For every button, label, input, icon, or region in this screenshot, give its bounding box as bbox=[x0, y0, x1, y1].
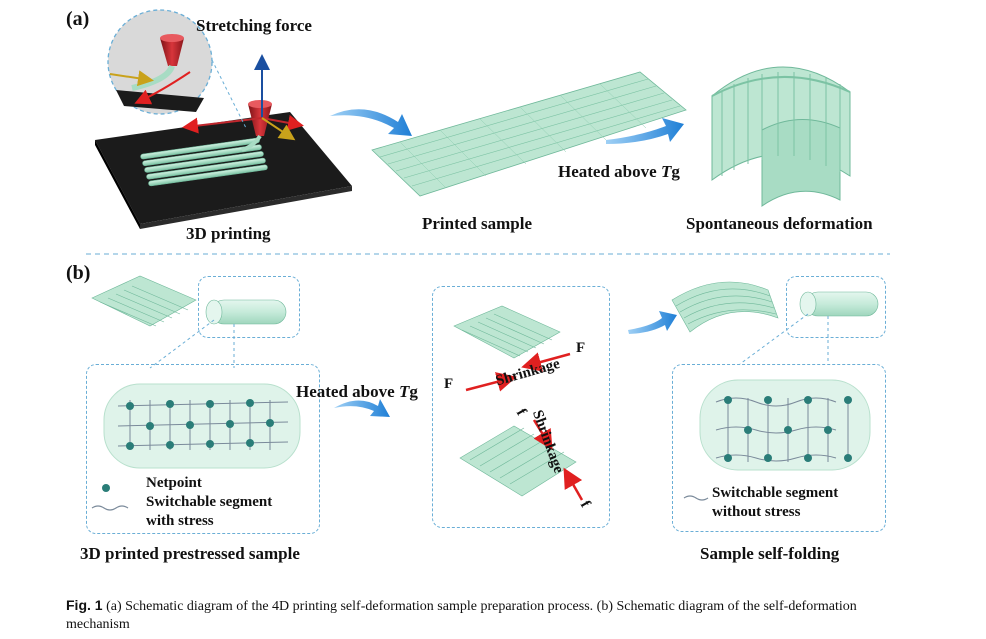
step-3d-printing-label: 3D printing bbox=[186, 224, 271, 243]
segment-legend-icon-left bbox=[91, 505, 129, 511]
process-arrow-1 bbox=[330, 109, 412, 136]
legend-switchable-without-stress-1: Switchable segment bbox=[712, 485, 839, 501]
figure-caption: Fig. 1 (a) Schematic diagram of the 4D p… bbox=[66, 596, 946, 634]
legend-switchable-without-stress: Switchable segment without stress bbox=[712, 484, 838, 522]
legend-switchable-with-stress-1: Switchable segment bbox=[146, 494, 273, 510]
inset-box-middle bbox=[432, 286, 610, 528]
nozzle bbox=[241, 100, 272, 152]
title-prestressed-sample: 3D printed prestressed sample bbox=[80, 544, 300, 563]
magnified-inset bbox=[107, 9, 247, 129]
process-arrow-4 bbox=[628, 311, 677, 334]
heated-T-b: T bbox=[398, 382, 410, 401]
step-spontaneous-label: Spontaneous deformation bbox=[686, 214, 873, 233]
parallel-filaments-bottom bbox=[459, 425, 577, 497]
stretching-force-label: Stretching force bbox=[196, 16, 312, 35]
legend-switchable-with-stress-2: with stress bbox=[146, 513, 214, 529]
process-arrow-3 bbox=[334, 399, 390, 417]
force-F-right: F bbox=[576, 340, 586, 356]
heated-prefix-a: Heated above bbox=[558, 162, 661, 181]
single-filament-left bbox=[205, 299, 287, 325]
heated-g-a: g bbox=[671, 162, 680, 181]
legend-switchable-with-stress: Switchable segment with stress bbox=[146, 493, 272, 531]
network-tube-left bbox=[103, 383, 301, 469]
heated-T-a: T bbox=[660, 162, 672, 181]
panel-b-tag: (b) bbox=[66, 262, 91, 284]
inset-box-right-large bbox=[672, 364, 886, 532]
panel-a-tag: (a) bbox=[66, 8, 90, 30]
legend-netpoint: Netpoint bbox=[146, 475, 202, 491]
inset-box-left-small bbox=[198, 276, 300, 338]
process-arrow-2 bbox=[606, 118, 684, 144]
printed-sample-strip bbox=[371, 71, 687, 197]
parallel-filaments-top bbox=[453, 305, 561, 359]
curled-sample bbox=[711, 66, 851, 207]
title-self-folding: Sample self-folding bbox=[700, 544, 840, 563]
lattice-sample-left bbox=[91, 275, 197, 327]
step-printed-sample-label: Printed sample bbox=[422, 214, 533, 233]
caption-line1: (a) Schematic diagram of the 4D printing… bbox=[102, 599, 857, 614]
netpoint-legend-icon bbox=[102, 484, 110, 492]
network-tube-right bbox=[699, 379, 871, 471]
folded-sample bbox=[671, 281, 779, 333]
heated-label-b: Heated above Tg bbox=[296, 382, 418, 402]
inset-box-right-small bbox=[786, 276, 886, 338]
caption-fig-label: Fig. 1 bbox=[66, 597, 103, 613]
shrink-arrows-horizontal bbox=[465, 352, 571, 392]
caption-line2: mechanism bbox=[66, 617, 130, 632]
inset-box-left-large bbox=[86, 364, 320, 534]
shrink-arrows-vertical bbox=[532, 419, 584, 501]
segment-legend-icon-right bbox=[683, 495, 709, 501]
legend-switchable-without-stress-2: without stress bbox=[712, 504, 801, 520]
heated-g-b: g bbox=[409, 382, 418, 401]
heated-label-a: Heated above Tg bbox=[558, 162, 680, 182]
single-filament-right bbox=[799, 291, 879, 317]
heated-prefix-b: Heated above bbox=[296, 382, 399, 401]
force-F-left: F bbox=[444, 376, 454, 392]
motion-axes bbox=[182, 54, 304, 141]
